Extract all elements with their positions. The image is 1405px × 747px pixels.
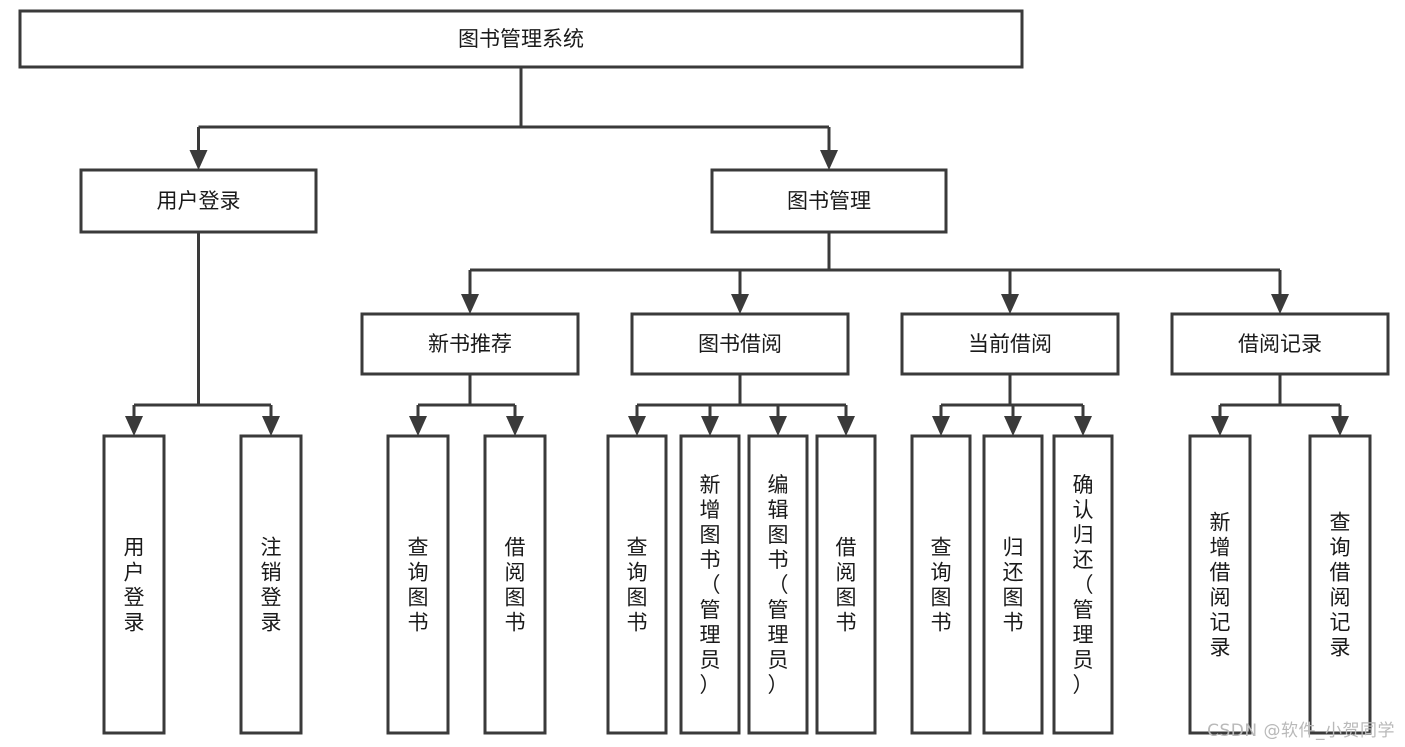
- node-leaf-cur-return-book[interactable]: 归还图书: [982, 434, 1044, 735]
- node-leaf-borrow-borrow-book-label: 借阅图书: [836, 536, 857, 635]
- connector-edges-layer: [125, 67, 1349, 436]
- node-leaf-cur-confirm-return[interactable]: 确认归还（管理员）: [1052, 434, 1114, 735]
- arrow-head-icon: [1004, 416, 1022, 436]
- node-leaf-cur-query-book-box[interactable]: [910, 434, 972, 735]
- node-leaf-cur-return-book-label: 归还图书: [1003, 536, 1024, 635]
- arrow-head-icon: [1271, 294, 1289, 314]
- node-leaf-cur-confirm-return-box[interactable]: [1052, 434, 1114, 735]
- node-leaf-user-login[interactable]: 用户登录: [102, 434, 166, 735]
- node-leaf-borrow-borrow-book[interactable]: 借阅图书: [815, 434, 877, 735]
- arrow-head-icon: [769, 416, 787, 436]
- node-leaf-rec-query-record-box[interactable]: [1308, 434, 1372, 735]
- arrow-head-icon: [461, 294, 479, 314]
- node-root-label: 图书管理系统: [458, 27, 584, 51]
- node-leaf-rec-add-record[interactable]: 新增借阅记录: [1188, 434, 1252, 735]
- node-book-borrow-label: 图书借阅: [698, 332, 782, 356]
- arrow-head-icon: [262, 416, 280, 436]
- node-leaf-user-logout[interactable]: 注销登录: [239, 434, 303, 735]
- node-user-login-box[interactable]: [79, 168, 318, 234]
- arrow-head-icon: [409, 416, 427, 436]
- node-current-borrow-label: 当前借阅: [968, 332, 1052, 356]
- node-borrow-record-label: 借阅记录: [1238, 332, 1322, 356]
- node-book-manage-label: 图书管理: [787, 189, 871, 213]
- node-leaf-cur-return-book-box[interactable]: [982, 434, 1044, 735]
- node-leaf-rec-add-record-box[interactable]: [1188, 434, 1252, 735]
- node-borrow-record[interactable]: 借阅记录: [1170, 312, 1390, 376]
- node-leaf-borrow-edit-book-box[interactable]: [747, 434, 809, 735]
- node-book-borrow-box[interactable]: [630, 312, 850, 376]
- node-borrow-record-box[interactable]: [1170, 312, 1390, 376]
- node-new-book-recommend-label: 新书推荐: [428, 332, 512, 356]
- node-new-book-recommend[interactable]: 新书推荐: [360, 312, 580, 376]
- arrow-head-icon: [837, 416, 855, 436]
- node-book-borrow[interactable]: 图书借阅: [630, 312, 850, 376]
- node-leaf-borrow-edit-book[interactable]: 编辑图书（管理员）: [747, 434, 809, 735]
- node-leaf-rec-add-record-label: 新增借阅记录: [1210, 511, 1231, 660]
- node-leaf-user-login-label: 用户登录: [124, 536, 145, 635]
- node-leaf-borrow-query-book-box[interactable]: [606, 434, 668, 735]
- node-leaf-cur-query-book-label: 查询图书: [931, 536, 952, 635]
- arrow-head-icon: [125, 416, 143, 436]
- node-leaf-rec-borrow-book-label: 借阅图书: [505, 536, 526, 635]
- node-leaf-rec-query-record-label: 查询借阅记录: [1330, 511, 1351, 660]
- node-root-box[interactable]: [18, 9, 1024, 69]
- node-user-login[interactable]: 用户登录: [79, 168, 318, 234]
- node-current-borrow-box[interactable]: [900, 312, 1120, 376]
- node-book-manage[interactable]: 图书管理: [710, 168, 948, 234]
- node-leaf-user-logout-box[interactable]: [239, 434, 303, 735]
- arrow-head-icon: [1211, 416, 1229, 436]
- node-new-book-recommend-box[interactable]: [360, 312, 580, 376]
- node-leaf-rec-query-record[interactable]: 查询借阅记录: [1308, 434, 1372, 735]
- node-leaf-borrow-query-book-label: 查询图书: [627, 536, 648, 635]
- node-user-login-label: 用户登录: [157, 189, 241, 213]
- arrow-head-icon: [1074, 416, 1092, 436]
- arrow-head-icon: [820, 150, 838, 170]
- node-root[interactable]: 图书管理系统: [18, 9, 1024, 69]
- arrow-head-icon: [731, 294, 749, 314]
- arrow-head-icon: [932, 416, 950, 436]
- node-leaf-borrow-borrow-book-box[interactable]: [815, 434, 877, 735]
- node-leaf-borrow-edit-book-label: 编辑图书（管理员）: [768, 473, 789, 697]
- node-leaf-borrow-add-book-box[interactable]: [679, 434, 741, 735]
- node-book-manage-box[interactable]: [710, 168, 948, 234]
- node-leaf-rec-query-book-label: 查询图书: [408, 536, 429, 635]
- node-leaf-cur-query-book[interactable]: 查询图书: [910, 434, 972, 735]
- node-leaf-borrow-add-book-label: 新增图书（管理员）: [700, 473, 721, 697]
- node-leaf-rec-query-book[interactable]: 查询图书: [386, 434, 450, 735]
- node-leaf-borrow-add-book[interactable]: 新增图书（管理员）: [679, 434, 741, 735]
- arrow-head-icon: [506, 416, 524, 436]
- node-leaf-rec-query-book-box[interactable]: [386, 434, 450, 735]
- node-leaf-user-logout-label: 注销登录: [261, 536, 282, 635]
- arrow-head-icon: [189, 150, 208, 170]
- node-leaf-borrow-query-book[interactable]: 查询图书: [606, 434, 668, 735]
- node-leaf-user-login-box[interactable]: [102, 434, 166, 735]
- node-leaf-rec-borrow-book[interactable]: 借阅图书: [483, 434, 547, 735]
- arrow-head-icon: [1001, 294, 1019, 314]
- arrow-head-icon: [1331, 416, 1349, 436]
- node-leaf-rec-borrow-book-box[interactable]: [483, 434, 547, 735]
- node-current-borrow[interactable]: 当前借阅: [900, 312, 1120, 376]
- node-leaf-cur-confirm-return-label: 确认归还（管理员）: [1073, 473, 1094, 697]
- diagram-nodes-layer: 图书管理系统用户登录图书管理新书推荐图书借阅当前借阅借阅记录用户登录注销登录查询…: [18, 9, 1390, 735]
- arrow-head-icon: [701, 416, 719, 436]
- csdn-watermark: CSDN @软件_小贺同学: [1207, 721, 1395, 741]
- arrow-head-icon: [628, 416, 646, 436]
